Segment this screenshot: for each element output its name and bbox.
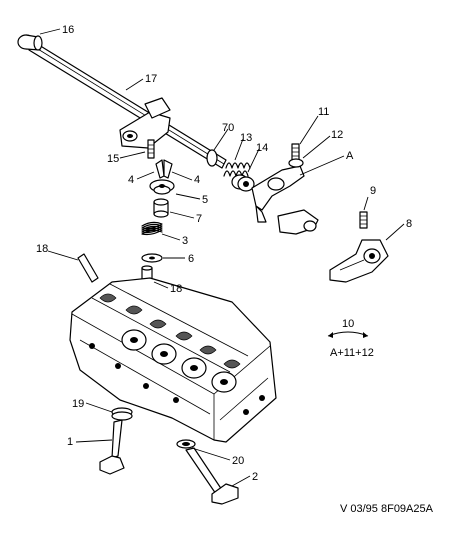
callout-14: 14	[256, 142, 268, 154]
end-bracket	[329, 239, 389, 283]
cylinder-head	[69, 277, 277, 443]
shaft-spring	[223, 162, 251, 177]
spacer-ring	[231, 174, 255, 192]
spring-retainer	[149, 179, 175, 195]
callout-1: 1	[67, 436, 73, 448]
callout-17: 17	[145, 73, 157, 85]
adjuster-screw	[291, 143, 300, 161]
valve-stem-seal	[153, 198, 169, 218]
kit-legend: 10 A+11+12	[327, 318, 374, 359]
callout-a: A	[346, 150, 354, 162]
shaft-end-plug	[17, 34, 43, 51]
valve-guide-upper	[77, 253, 99, 283]
legend-formula: A+11+12	[330, 347, 374, 359]
valve-spring	[141, 221, 163, 236]
callout-4-left: 4	[128, 174, 134, 186]
callout-11: 11	[318, 106, 329, 118]
legend-bracket	[327, 331, 369, 337]
callout-18-lower: 18	[170, 283, 182, 295]
callout-16: 16	[62, 24, 74, 36]
bracket-screw	[147, 139, 155, 159]
rocker-arm-second	[277, 209, 319, 235]
intake-valve	[99, 419, 125, 475]
spring-seat-washer	[141, 253, 163, 263]
circlip	[206, 149, 218, 167]
callout-15: 15	[107, 153, 119, 165]
callout-9: 9	[370, 185, 376, 197]
callout-70: 70	[222, 122, 234, 134]
legend-number: 10	[342, 318, 354, 330]
rocker-shaft	[28, 41, 227, 169]
shaft-support-bracket	[119, 97, 171, 149]
callout-3: 3	[182, 235, 188, 247]
callout-12: 12	[331, 129, 343, 141]
callout-7: 7	[196, 213, 202, 225]
callout-5: 5	[202, 194, 208, 206]
valve-collets	[155, 159, 173, 179]
valve-seat-insert	[111, 407, 133, 421]
callout-20: 20	[232, 455, 244, 467]
callout-2: 2	[252, 471, 258, 483]
callout-19: 19	[72, 398, 84, 410]
lock-nut	[288, 158, 304, 168]
valve-stem-oil-seal	[176, 439, 196, 449]
callout-4-right: 4	[194, 174, 200, 186]
callout-18-upper: 18	[36, 243, 48, 255]
adjuster-screw-9	[359, 211, 368, 229]
exhaust-valve	[185, 447, 239, 505]
leader-lines	[39, 28, 405, 487]
drawing-reference-code: V 03/95 8F09A25A	[340, 503, 434, 515]
callout-6: 6	[188, 253, 194, 265]
callout-13: 13	[240, 132, 252, 144]
callout-8: 8	[406, 218, 412, 230]
rocker-arm-a	[251, 165, 305, 223]
